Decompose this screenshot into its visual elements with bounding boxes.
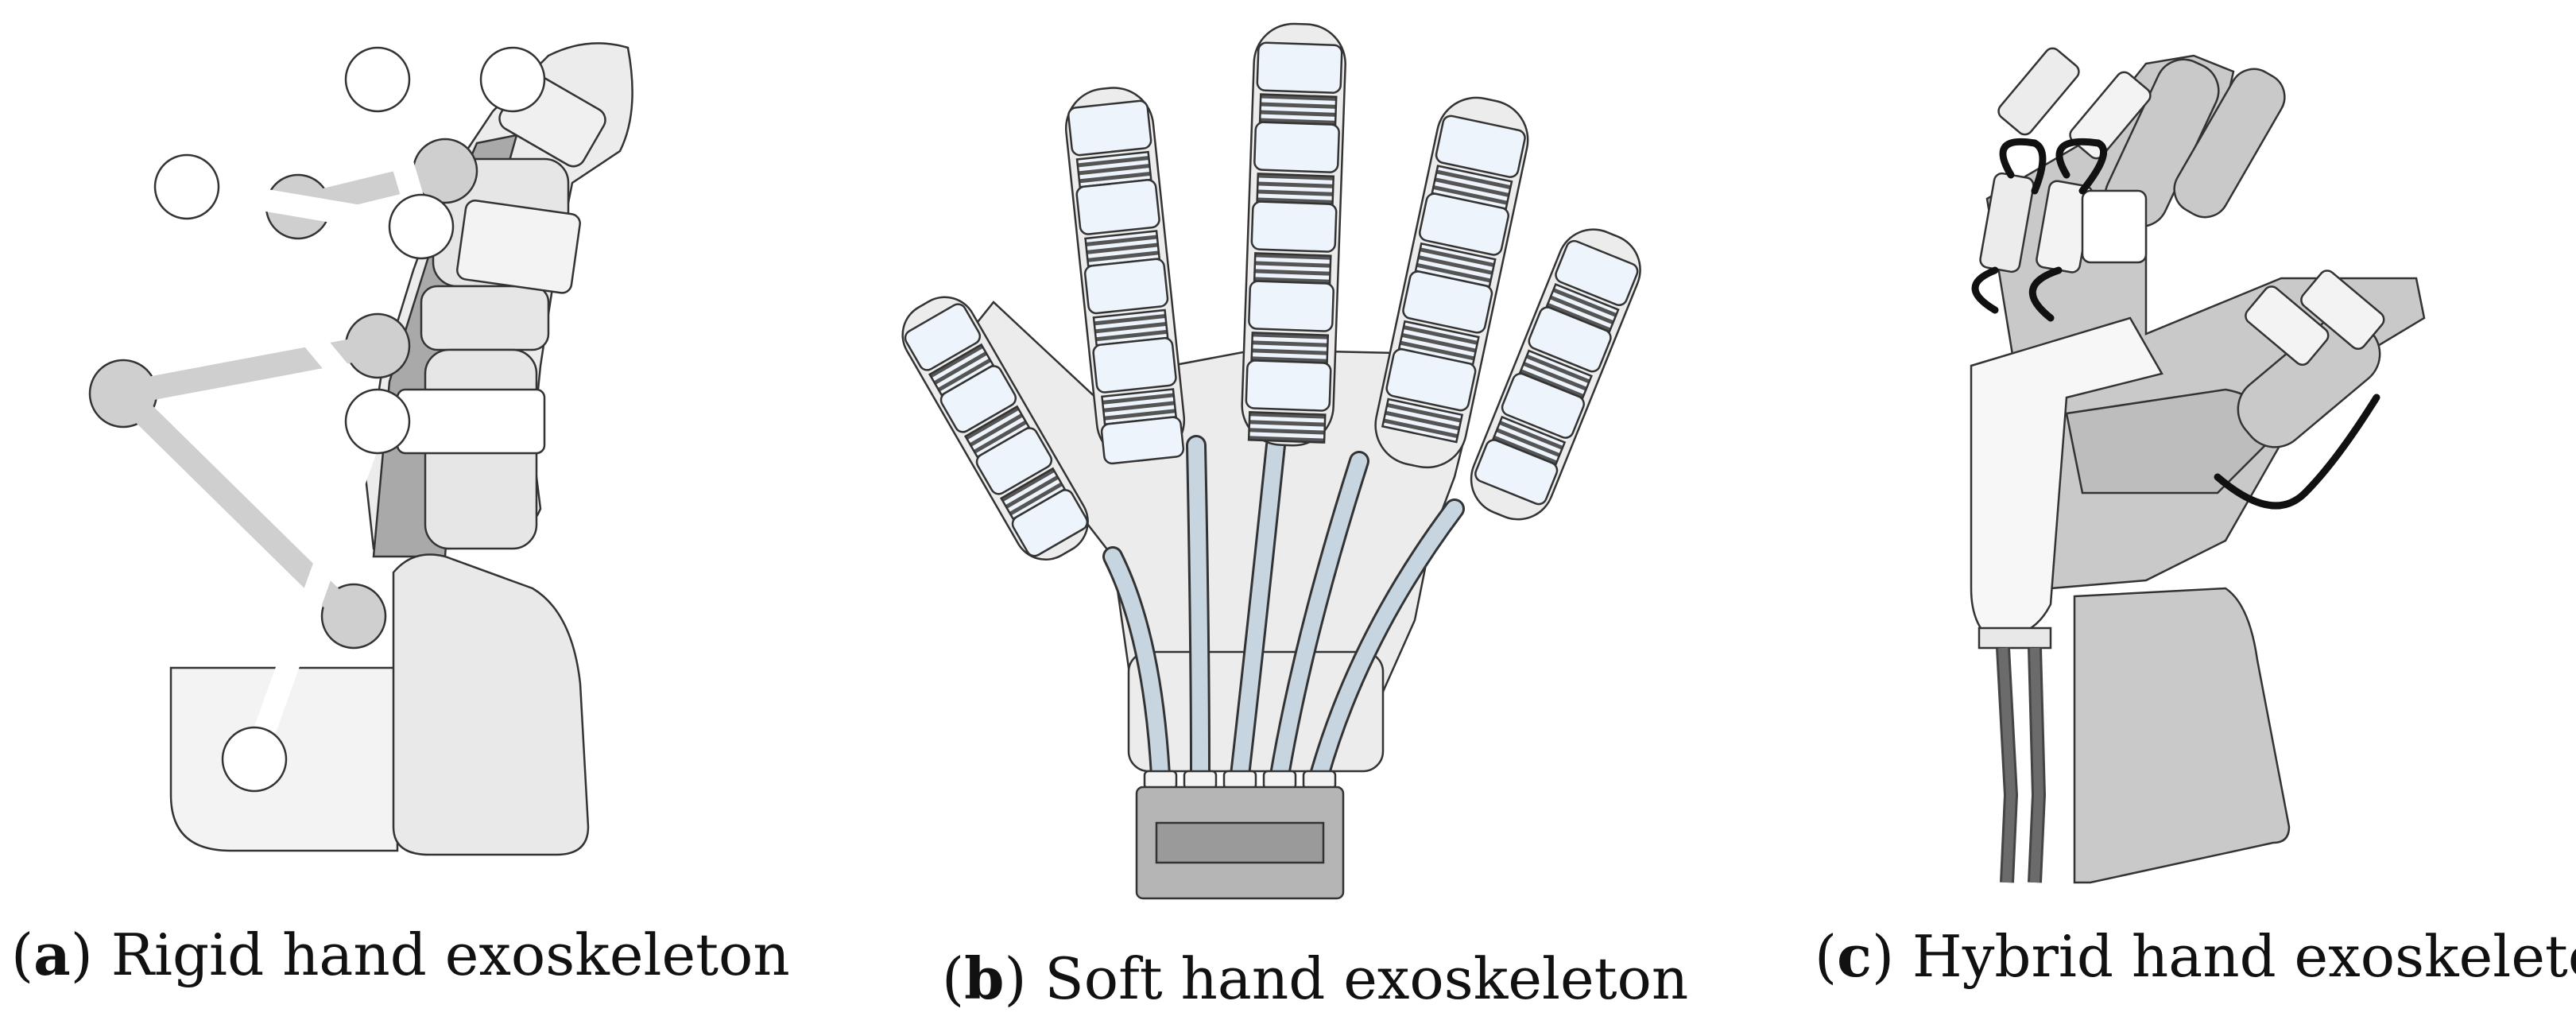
rigid-link-white-1 bbox=[184, 176, 424, 238]
soft-connector-2 bbox=[1183, 770, 1218, 790]
soft-pump-panel bbox=[1155, 821, 1325, 864]
soft-tube-1-fill bbox=[1105, 549, 1168, 783]
hybrid-cable-3 bbox=[1971, 266, 1999, 314]
rigid-joint-white-6 bbox=[221, 726, 288, 793]
caption-b-letter: b bbox=[964, 945, 1005, 1012]
soft-connector-3 bbox=[1222, 770, 1257, 790]
hybrid-cable-thumb bbox=[2214, 394, 2380, 510]
rigid-segment-2 bbox=[420, 285, 550, 351]
rigid-pad-2 bbox=[456, 200, 581, 294]
hybrid-brace-cuff bbox=[1978, 626, 2052, 650]
hybrid-exoskeleton-illustration bbox=[1970, 47, 2426, 884]
soft-connector-5 bbox=[1302, 770, 1337, 790]
caption-b-text: Soft hand exoskeleton bbox=[1026, 945, 1689, 1012]
hybrid-finger-2 bbox=[2173, 68, 2286, 219]
hybrid-cable-1 bbox=[1999, 138, 2047, 195]
soft-exoskeleton-illustration bbox=[901, 22, 1641, 900]
soft-actuator-thumb bbox=[904, 303, 1089, 557]
rigid-joint-white-5 bbox=[344, 388, 411, 455]
rigid-joint-white-3 bbox=[153, 153, 220, 220]
caption-a: (a) Rigid hand exoskeleton bbox=[11, 921, 790, 988]
caption-b: (b) Soft hand exoskeleton bbox=[942, 945, 1689, 1012]
soft-tube-2-fill bbox=[1188, 437, 1208, 783]
caption-a-letter: a bbox=[33, 921, 71, 988]
rigid-link-white-2 bbox=[178, 180, 386, 425]
hybrid-pad-1 bbox=[1997, 47, 2080, 136]
hybrid-cable-2 bbox=[2055, 138, 2108, 195]
hybrid-cable-4 bbox=[2028, 266, 2063, 322]
soft-actuator-little bbox=[1474, 239, 1639, 506]
hybrid-forearm bbox=[2073, 587, 2291, 884]
rigid-pad-3 bbox=[396, 388, 546, 455]
rigid-joint-white-1 bbox=[344, 46, 411, 113]
rigid-exoskeleton-illustration bbox=[88, 42, 633, 856]
soft-connector-4 bbox=[1262, 770, 1297, 790]
rigid-forearm-block bbox=[392, 553, 590, 856]
hybrid-pad-thumb-1 bbox=[2245, 285, 2330, 366]
caption-c-letter: c bbox=[1837, 922, 1872, 990]
caption-c-text: Hybrid hand exoskeleton bbox=[1894, 923, 2576, 990]
rigid-joint-white-4 bbox=[388, 193, 455, 260]
soft-connector-1 bbox=[1143, 770, 1178, 790]
hybrid-tube-1-fill bbox=[1998, 647, 2016, 883]
hybrid-tube-2-fill bbox=[2030, 647, 2044, 883]
rigid-link-white-3 bbox=[243, 413, 389, 763]
hybrid-pad-5 bbox=[2081, 189, 2148, 264]
soft-tube-3-fill bbox=[1232, 437, 1284, 783]
caption-c: (c) Hybrid hand exoskeleton bbox=[1815, 922, 2576, 990]
hybrid-pad-thumb-2 bbox=[2300, 270, 2385, 350]
soft-actuator-index bbox=[1067, 99, 1185, 465]
soft-actuator-middle bbox=[1245, 41, 1343, 444]
soft-tube-4-fill bbox=[1272, 453, 1367, 783]
soft-tube-5-fill bbox=[1311, 501, 1462, 783]
caption-a-text: Rigid hand exoskeleton bbox=[92, 921, 790, 988]
hybrid-pad-2 bbox=[2069, 71, 2152, 160]
soft-actuator-ring bbox=[1381, 114, 1526, 444]
hybrid-pad-3 bbox=[1979, 172, 2035, 273]
rigid-joint-white-2 bbox=[479, 46, 546, 113]
